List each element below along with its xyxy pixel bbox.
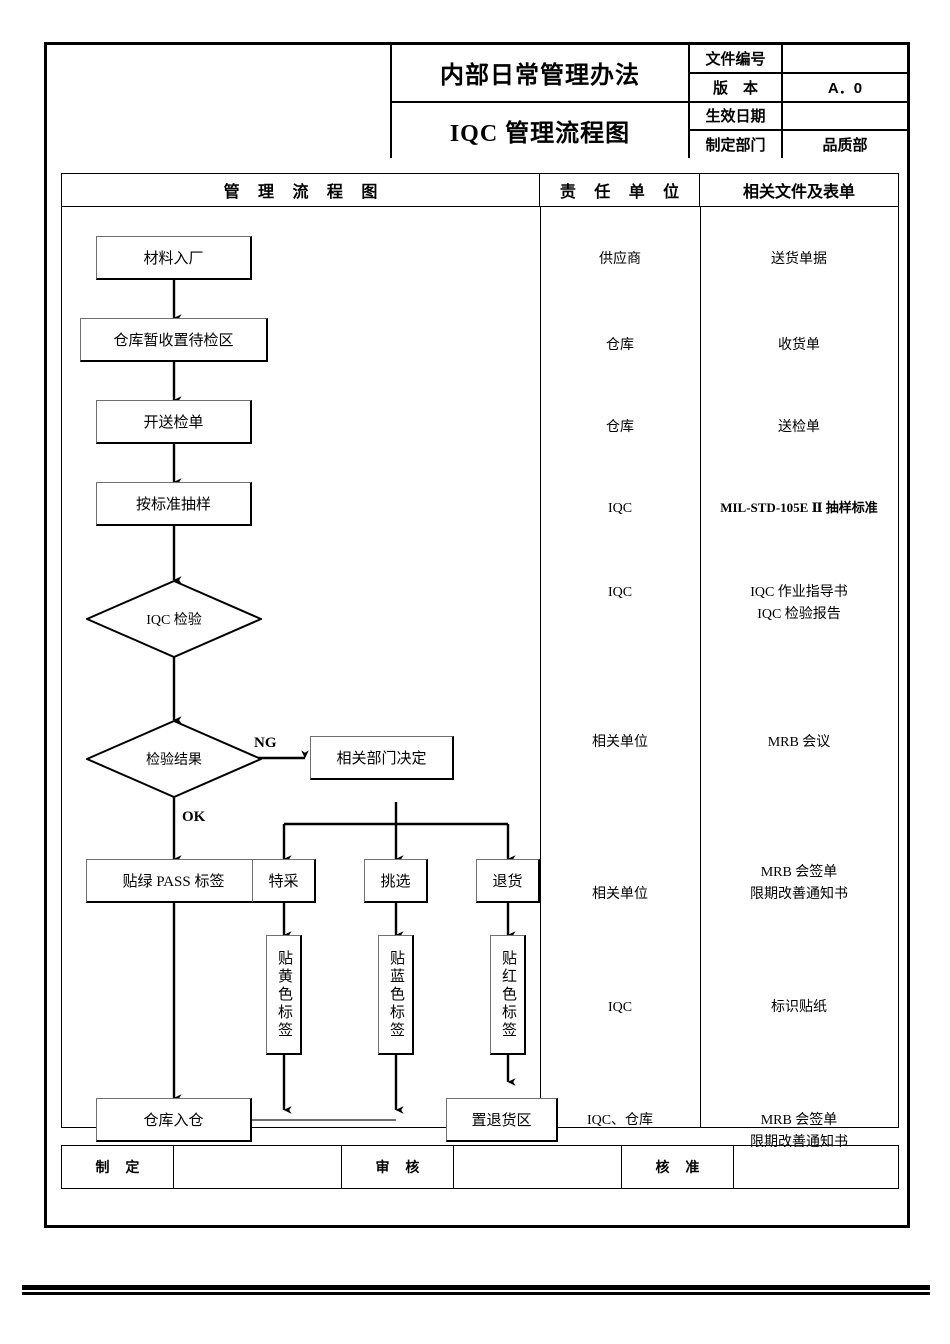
signature-table: 制 定 审 核 核 准 bbox=[61, 1145, 899, 1189]
flow-node-label: 贴绿 PASS 标签 bbox=[122, 874, 225, 890]
document-cell: 标识贴纸 bbox=[771, 1000, 827, 1015]
column-divider-1 bbox=[540, 207, 541, 1128]
meta-value-department: 品质部 bbox=[822, 137, 868, 155]
signature-label-prepared: 制 定 bbox=[62, 1146, 174, 1188]
flow-node-label: 贴红色标签 bbox=[500, 949, 516, 1040]
flow-node-label: 仓库暂收置待检区 bbox=[113, 333, 234, 349]
document-title: 内部日常管理办法 bbox=[440, 63, 640, 90]
owner-cell: IQC bbox=[607, 585, 633, 600]
document-cell: IQC 作业指导书 bbox=[750, 585, 848, 600]
flow-diagram: 材料入厂 仓库暂收置待检区 开送检单 按标准抽样 IQC 检验 bbox=[62, 207, 558, 1142]
meta-label-doc-number: 文件编号 bbox=[690, 45, 783, 72]
flow-node-department-decision: 相关部门决定 bbox=[310, 736, 454, 780]
flowchart-table-header: 管 理 流 程 图 责 任 单 位 相关文件及表单 bbox=[62, 174, 898, 207]
meta-row-effective-date: 生效日期 bbox=[690, 102, 907, 132]
owner-cell: 相关单位 bbox=[592, 735, 648, 750]
meta-value-doc-number bbox=[783, 45, 907, 72]
meta-label-effective-date: 生效日期 bbox=[690, 102, 783, 130]
flow-node-label: 贴黄色标签 bbox=[276, 949, 292, 1040]
meta-row-version: 版 本 A．0 bbox=[690, 73, 907, 103]
document-header: 内部日常管理办法 IQC 管理流程图 文件编号 版 本 A．0 生效日期 制定部… bbox=[47, 45, 907, 158]
meta-row-department: 制定部门 品质部 bbox=[690, 131, 907, 158]
meta-row-doc-number: 文件编号 bbox=[690, 45, 907, 74]
header-title-main-cell: 内部日常管理办法 bbox=[392, 45, 688, 103]
owner-cell: IQC bbox=[607, 501, 633, 516]
flow-node-blue-label: 贴蓝色标签 bbox=[378, 935, 414, 1055]
flow-node-label: 开送检单 bbox=[143, 415, 204, 431]
flow-node-label: 贴蓝色标签 bbox=[388, 949, 404, 1040]
flow-node-yellow-label: 贴黄色标签 bbox=[266, 935, 302, 1055]
document-subtitle: IQC 管理流程图 bbox=[449, 120, 631, 147]
flow-node-label: 特采 bbox=[268, 874, 299, 890]
flow-connectors bbox=[172, 280, 516, 1121]
flow-node-warehouse-in: 仓库入仓 bbox=[96, 1098, 252, 1142]
flow-node-label: 检验结果 bbox=[146, 753, 202, 768]
document-cell: 送货单据 bbox=[771, 252, 827, 267]
rule-line-thick bbox=[22, 1285, 930, 1290]
flow-node-red-label: 贴红色标签 bbox=[490, 935, 526, 1055]
flow-node-material-arrival: 材料入厂 bbox=[96, 236, 252, 280]
flowchart-table-body: 材料入厂 仓库暂收置待检区 开送检单 按标准抽样 IQC 检验 bbox=[62, 207, 898, 1150]
document-cell: IQC 检验报告 bbox=[757, 607, 841, 622]
header-meta-table: 文件编号 版 本 A．0 生效日期 制定部门 品质部 bbox=[690, 45, 907, 158]
flow-node-label: 相关部门决定 bbox=[336, 751, 427, 767]
signature-label-approved: 核 准 bbox=[622, 1146, 734, 1188]
flow-node-label: 按标准抽样 bbox=[135, 497, 211, 513]
flow-node-issue-inspection-form: 开送检单 bbox=[96, 400, 252, 444]
signature-field-approved[interactable] bbox=[734, 1146, 898, 1188]
document-cell: 限期改善通知书 bbox=[750, 1135, 848, 1150]
flow-node-label: 置退货区 bbox=[471, 1113, 532, 1129]
column-header-owner: 责 任 单 位 bbox=[540, 174, 700, 206]
document-cell: MRB 会签单 bbox=[760, 1113, 838, 1128]
meta-value-effective-date bbox=[783, 103, 907, 130]
page-bottom-rule bbox=[22, 1285, 930, 1295]
signature-field-reviewed[interactable] bbox=[454, 1146, 622, 1188]
flow-node-label: 挑选 bbox=[380, 874, 411, 890]
flow-node-special-accept: 特采 bbox=[252, 859, 316, 903]
document-cell: 送检单 bbox=[778, 420, 820, 435]
owner-cell: 仓库 bbox=[606, 338, 634, 353]
document-cell: MIL-STD-105E Ⅱ 抽样标准 bbox=[720, 500, 878, 515]
signature-label-reviewed: 审 核 bbox=[342, 1146, 454, 1188]
owner-cell: IQC、仓库 bbox=[586, 1113, 654, 1128]
column-header-documents: 相关文件及表单 bbox=[742, 184, 855, 201]
flow-node-return-area: 置退货区 bbox=[446, 1098, 558, 1142]
rule-line-thin bbox=[22, 1292, 930, 1295]
document-cell: MRB 会签单 bbox=[760, 865, 838, 880]
flow-node-label: 退货 bbox=[492, 874, 523, 890]
flow-node-sorting: 挑选 bbox=[364, 859, 428, 903]
header-title-cell: 内部日常管理办法 IQC 管理流程图 bbox=[392, 45, 690, 158]
document-cell: 限期改善通知书 bbox=[750, 887, 848, 902]
owner-cell: 仓库 bbox=[606, 420, 634, 435]
rule-line-gap bbox=[22, 1290, 930, 1292]
flow-node-warehouse-hold: 仓库暂收置待检区 bbox=[80, 318, 268, 362]
meta-label-version: 版 本 bbox=[690, 73, 783, 101]
edge-label-ng: NG bbox=[254, 735, 277, 751]
flow-node-label: IQC 检验 bbox=[146, 613, 202, 628]
flow-node-iqc-inspection: IQC 检验 bbox=[86, 580, 262, 658]
flow-node-return-goods: 退货 bbox=[476, 859, 540, 903]
owner-cell: 供应商 bbox=[599, 252, 641, 267]
meta-value-version: A．0 bbox=[827, 79, 863, 97]
header-logo-cell bbox=[47, 45, 392, 158]
meta-label-department: 制定部门 bbox=[690, 131, 783, 158]
flow-node-sampling-by-standard: 按标准抽样 bbox=[96, 482, 252, 526]
flowchart-table: 管 理 流 程 图 责 任 单 位 相关文件及表单 bbox=[61, 173, 899, 1150]
owner-cell: 相关单位 bbox=[592, 887, 648, 902]
column-divider-2 bbox=[700, 207, 701, 1128]
signature-field-prepared[interactable] bbox=[174, 1146, 342, 1188]
flow-node-inspection-result: 检验结果 bbox=[86, 720, 262, 798]
header-title-sub-cell: IQC 管理流程图 bbox=[392, 103, 688, 159]
flow-node-green-pass-label: 贴绿 PASS 标签 bbox=[86, 859, 262, 903]
document-cell: MRB 会议 bbox=[767, 735, 831, 750]
column-header-flow: 管 理 流 程 图 bbox=[62, 174, 540, 206]
document-page: 内部日常管理办法 IQC 管理流程图 文件编号 版 本 A．0 生效日期 制定部… bbox=[44, 42, 910, 1228]
flow-node-label: 仓库入仓 bbox=[143, 1113, 204, 1129]
flow-node-label: 材料入厂 bbox=[143, 251, 204, 267]
edge-label-ok: OK bbox=[182, 809, 206, 825]
owner-cell: IQC bbox=[607, 1000, 633, 1015]
document-cell: 收货单 bbox=[778, 338, 820, 353]
